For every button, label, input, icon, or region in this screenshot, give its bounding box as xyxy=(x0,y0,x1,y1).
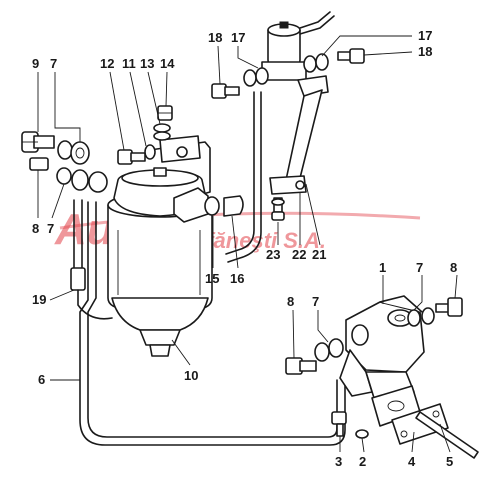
gasket-4 xyxy=(391,403,449,445)
bolt-12 xyxy=(117,149,146,165)
filter-outlet-15 xyxy=(173,187,244,223)
callout-8: 8 xyxy=(450,260,457,275)
callout-7: 7 xyxy=(47,221,54,236)
washer-13 xyxy=(153,123,171,141)
callout-4: 4 xyxy=(408,454,416,469)
plug-14 xyxy=(157,105,173,121)
callout-7: 7 xyxy=(416,260,423,275)
callout-9: 9 xyxy=(32,56,39,71)
pump-bolt-8-right xyxy=(435,297,463,317)
washer-11 xyxy=(144,144,156,160)
washer-2 xyxy=(355,429,369,439)
callout-16: 16 xyxy=(230,271,244,286)
fuel-filter xyxy=(107,167,213,357)
callout-15: 15 xyxy=(205,271,219,286)
washer-22 xyxy=(271,198,285,206)
callout-18: 18 xyxy=(208,30,222,45)
leader-lines xyxy=(37,35,458,453)
fuel-line-16 xyxy=(225,91,262,263)
pump-rod-5 xyxy=(415,411,479,459)
solenoid-valve xyxy=(261,11,335,81)
washer-7-left xyxy=(57,140,90,165)
callout-17: 17 xyxy=(418,28,432,43)
callout-1: 1 xyxy=(379,260,386,275)
callout-12: 12 xyxy=(100,56,114,71)
callout-17: 17 xyxy=(231,30,245,45)
callout-5: 5 xyxy=(446,454,453,469)
bolt-3 xyxy=(331,411,347,437)
callout-21: 21 xyxy=(312,247,326,262)
callout-10: 10 xyxy=(184,368,198,383)
callout-19: 19 xyxy=(32,292,46,307)
connector-17-top xyxy=(243,53,329,87)
pump-bolt-8-left xyxy=(285,357,317,375)
banjo-bolt-9 xyxy=(21,131,55,153)
callout-14: 14 xyxy=(160,56,175,71)
callout-18: 18 xyxy=(418,44,432,59)
bolt-18-left xyxy=(211,83,240,99)
callout-8: 8 xyxy=(32,221,39,236)
pump-washers-7 xyxy=(314,307,435,362)
bracket-arm xyxy=(269,75,329,195)
callout-8: 8 xyxy=(287,294,294,309)
callout-6: 6 xyxy=(38,372,45,387)
banjo-bolt-8 xyxy=(29,157,108,193)
callout-labels: 9 7 8 7 12 11 13 14 18 17 17 18 23 22 21… xyxy=(32,28,457,469)
callout-2: 2 xyxy=(359,454,366,469)
callout-3: 3 xyxy=(335,454,342,469)
callout-13: 13 xyxy=(140,56,154,71)
bolt-18-right xyxy=(337,48,365,64)
callout-22: 22 xyxy=(292,247,306,262)
callout-7: 7 xyxy=(50,56,57,71)
callout-7: 7 xyxy=(312,294,319,309)
fuel-line-19 xyxy=(70,199,113,320)
callout-23: 23 xyxy=(266,247,280,262)
callout-11: 11 xyxy=(122,56,136,71)
